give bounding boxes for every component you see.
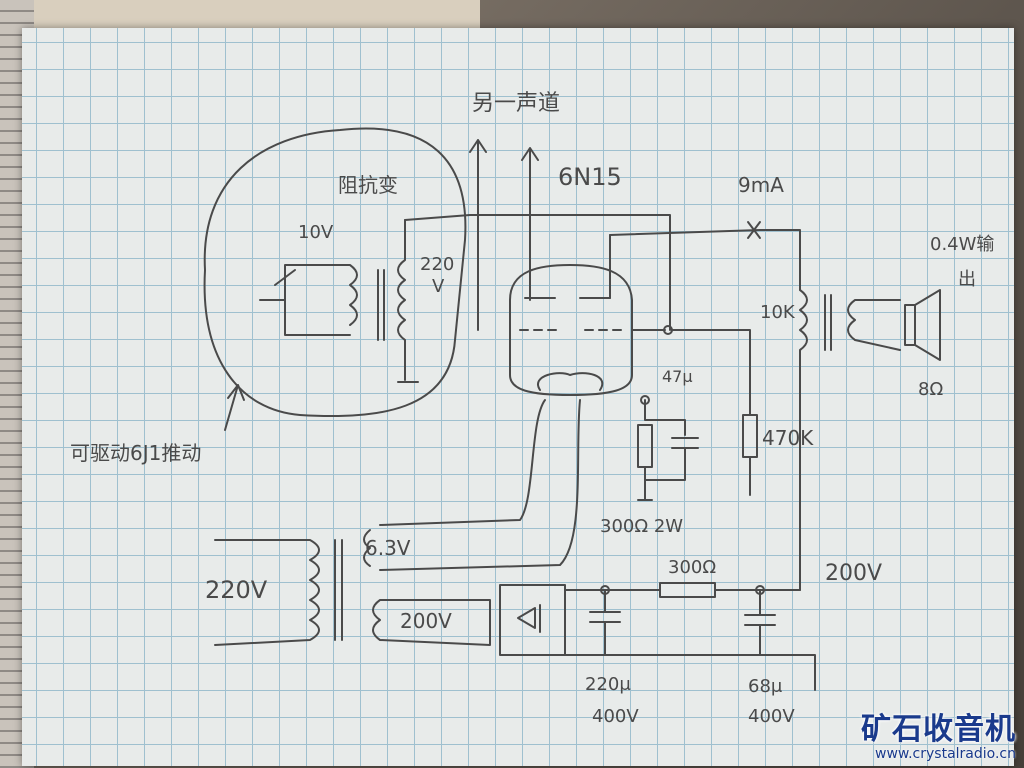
label-other-channel: 另一声道 xyxy=(472,91,560,116)
label-hv-winding: 200V xyxy=(400,609,452,633)
tube-envelope xyxy=(509,264,633,396)
watermark-url: www.crystalradio.cn xyxy=(875,746,1016,762)
filter-resistor xyxy=(659,582,716,598)
label-output-power: 0.4W输 xyxy=(930,234,994,255)
label-r-470k: 470K xyxy=(762,426,814,450)
label-tube: 6N15 xyxy=(558,163,622,191)
cathode-resistor xyxy=(637,424,653,468)
label-heater-v: 10V xyxy=(298,222,334,243)
other-channel-arrow-1 xyxy=(469,139,487,331)
label-current: 9mA xyxy=(738,173,784,197)
watermark: 矿石收音机 www.crystalradio.cn xyxy=(861,704,1016,762)
mains-winding xyxy=(214,539,320,646)
enclosing-loop xyxy=(203,127,467,418)
wire-plate-to-load xyxy=(609,229,801,291)
hv-winding xyxy=(372,599,491,646)
heater-winding xyxy=(259,264,358,336)
filter-cap-1 xyxy=(589,589,621,656)
note-arrow xyxy=(224,384,245,431)
label-secondary-v-unit: V xyxy=(432,276,445,297)
other-channel-arrow-2 xyxy=(521,147,539,301)
output-transformer-secondary xyxy=(847,299,901,351)
cathode-cap xyxy=(644,437,699,481)
wire-grid-to-470k xyxy=(671,329,751,416)
cathode-junction xyxy=(640,395,650,405)
label-cap-68-v: 400V xyxy=(748,706,795,727)
label-output-power-2: 出 xyxy=(958,269,976,290)
label-cap-47: 47μ xyxy=(662,367,693,386)
tube-heater xyxy=(537,372,604,391)
wire-top xyxy=(404,214,671,331)
ground-rail xyxy=(564,654,816,691)
rectifier-diode xyxy=(517,604,541,633)
cathode-wire xyxy=(644,399,686,436)
watermark-title: 矿石收音机 xyxy=(861,712,1016,747)
label-r-filter: 300Ω xyxy=(668,557,716,578)
cathode-ground xyxy=(637,479,653,501)
choke-secondary xyxy=(397,219,419,383)
label-r-plate: 10K xyxy=(760,302,796,323)
label-note: 可驱动6J1推动 xyxy=(70,441,201,465)
speaker-icon xyxy=(904,289,941,361)
label-r-bias: 300Ω 2W xyxy=(600,516,683,537)
label-cap-220: 220μ xyxy=(585,674,631,695)
rectifier-block xyxy=(499,584,566,656)
label-b-plus: 200V xyxy=(825,561,882,586)
grid-resistor-470k xyxy=(742,414,758,458)
label-secondary-v: 220 xyxy=(420,254,454,275)
label-cap-68: 68μ xyxy=(748,676,783,697)
output-transformer-primary xyxy=(799,289,808,591)
background-sheet xyxy=(0,0,480,30)
heater-switch xyxy=(274,269,296,286)
label-heater-63: 6.3V xyxy=(365,536,411,560)
heater-winding-63 xyxy=(363,529,371,567)
filter-cap-2 xyxy=(744,589,776,656)
current-mark xyxy=(747,221,761,239)
label-choke: 阻抗变 xyxy=(338,173,398,197)
heater-supply-wire xyxy=(379,399,581,571)
label-speaker-ohms: 8Ω xyxy=(918,379,943,400)
graph-paper xyxy=(22,28,1014,766)
label-cap-220-v: 400V xyxy=(592,706,639,727)
label-mains: 220V xyxy=(205,576,268,604)
